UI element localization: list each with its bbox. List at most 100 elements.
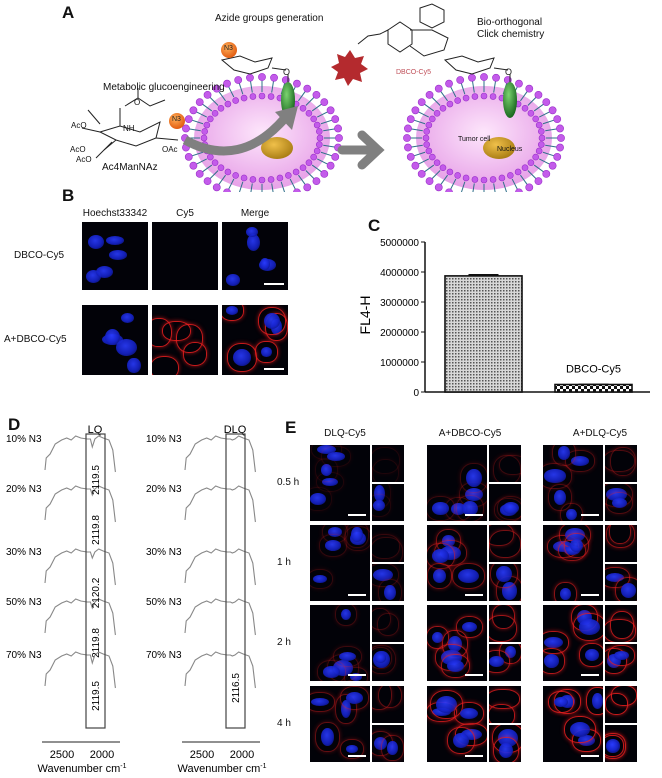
spectrum-line xyxy=(184,548,256,586)
cell-membrane-signal xyxy=(579,643,603,668)
nucleus-signal xyxy=(351,526,363,543)
scale-bar xyxy=(465,674,483,676)
cell-membrane-signal xyxy=(321,446,351,468)
panel-c-label: C xyxy=(368,216,381,235)
micrograph-e-cy5 xyxy=(605,445,637,482)
panel-d-label: D xyxy=(8,415,21,434)
nucleus-signal xyxy=(375,653,387,663)
cell-membrane-signal xyxy=(310,569,333,590)
cell-membrane-signal xyxy=(427,496,455,521)
peak-value: 2116.5 xyxy=(231,673,242,703)
scale-bar xyxy=(348,594,366,596)
micrograph-e-main xyxy=(427,605,487,681)
nucleus-signal xyxy=(498,742,514,758)
cell-membrane-signal xyxy=(608,644,635,666)
cell-membrane-signal xyxy=(564,716,597,744)
series-label: 30% N3 xyxy=(146,547,182,558)
nucleus-signal xyxy=(457,568,479,583)
nucleus-signal xyxy=(543,654,560,668)
micrograph-e-main xyxy=(310,605,370,681)
nucleus-signal xyxy=(496,565,512,583)
nucleus-signal xyxy=(431,631,444,643)
azide-tag: N3 xyxy=(224,45,233,52)
cell-membrane-signal xyxy=(175,323,204,353)
spectrum-line xyxy=(184,485,256,523)
nucleus-signal xyxy=(327,527,343,538)
micrograph-b-row1 xyxy=(82,222,148,290)
spectrum-line xyxy=(44,435,116,473)
cell-membrane-signal xyxy=(490,564,518,589)
oac-label: OAc xyxy=(162,145,178,154)
micrograph-e-cy5 xyxy=(605,605,637,642)
aco-label: AcO xyxy=(76,155,92,164)
cell-membrane-signal xyxy=(345,525,369,549)
micrograph-b-row1 xyxy=(152,222,218,290)
nucleus-signal xyxy=(373,485,385,503)
scale-bar xyxy=(581,514,599,516)
micrograph-e-cy5 xyxy=(605,525,637,562)
nucleus-signal xyxy=(446,660,464,673)
cell-membrane-signal xyxy=(315,722,341,752)
peak-highlight-box xyxy=(225,433,246,729)
azide-generation-text: Azide groups generation xyxy=(215,13,324,24)
cell-membrane-signal xyxy=(152,317,172,348)
micrograph-e-cy5 xyxy=(372,605,404,642)
bar-1 xyxy=(554,383,633,393)
nucleus-signal xyxy=(557,446,571,460)
series-label: 30% N3 xyxy=(6,547,42,558)
micrograph-e-main xyxy=(310,525,370,601)
x-axis-label: Wavenumber cm-1 xyxy=(38,763,127,775)
time-row-label: 2 h xyxy=(277,637,291,648)
micrograph-e-main xyxy=(543,686,603,762)
micrograph-e-merge xyxy=(372,725,404,762)
y-axis-label: FL4-H xyxy=(357,296,373,335)
nucleus-signal xyxy=(544,637,563,649)
nucleus-signal xyxy=(121,312,135,324)
micrograph-e-cy5 xyxy=(372,686,404,723)
micrograph-b-row2 xyxy=(82,305,148,375)
cell-membrane-signal xyxy=(451,562,485,589)
scale-bar xyxy=(348,755,366,757)
scale-bar xyxy=(581,755,599,757)
y-tick-label: 4000000 xyxy=(380,268,419,279)
cell-membrane-signal xyxy=(377,686,403,709)
nucleus-signal xyxy=(339,652,357,662)
scale-bar xyxy=(348,514,366,516)
series-label: 50% N3 xyxy=(146,597,182,608)
cell-membrane-signal xyxy=(554,582,577,601)
nh-label: NH xyxy=(123,124,135,133)
nucleus-signal xyxy=(312,575,327,584)
cell-membrane-signal xyxy=(372,447,401,474)
nucleus-signal xyxy=(383,584,396,601)
dbco-cy5-label: DBCO-Cy5 xyxy=(396,69,432,76)
nucleus-icon xyxy=(261,137,293,159)
nucleus-signal xyxy=(554,490,567,505)
x-axis-label-superscript: -1 xyxy=(260,763,266,770)
micrograph-e-cy5 xyxy=(372,525,404,562)
nucleus-signal xyxy=(503,501,520,515)
y-tick-label: 5000000 xyxy=(380,238,419,249)
bar-0 xyxy=(444,275,523,393)
nucleus-signal xyxy=(435,696,458,714)
nucleus-signal xyxy=(461,621,478,633)
micrograph-e-cy5 xyxy=(489,686,521,723)
micrograph-e-cy5 xyxy=(372,445,404,482)
micrograph-e-merge xyxy=(605,564,637,601)
nucleus-signal xyxy=(570,722,591,738)
nucleus-signal xyxy=(233,349,251,366)
cell-membrane-signal xyxy=(455,615,484,639)
nucleus-signal xyxy=(489,655,504,667)
cell-membrane-signal xyxy=(340,738,364,760)
micrograph-e-merge xyxy=(372,644,404,681)
micrograph-b-row2 xyxy=(152,305,218,375)
x-tick-label: 2000 xyxy=(90,749,114,761)
cell-membrane-signal xyxy=(333,646,363,668)
column-header-cy5: Cy5 xyxy=(176,208,194,219)
cell-membrane-signal xyxy=(572,612,603,641)
cell-membrane-signal xyxy=(605,735,624,757)
time-row-label: 0.5 h xyxy=(277,477,300,488)
nucleus-signal xyxy=(310,698,329,707)
x-tick-label: 2500 xyxy=(50,749,74,761)
micrograph-b-row2 xyxy=(222,305,288,375)
